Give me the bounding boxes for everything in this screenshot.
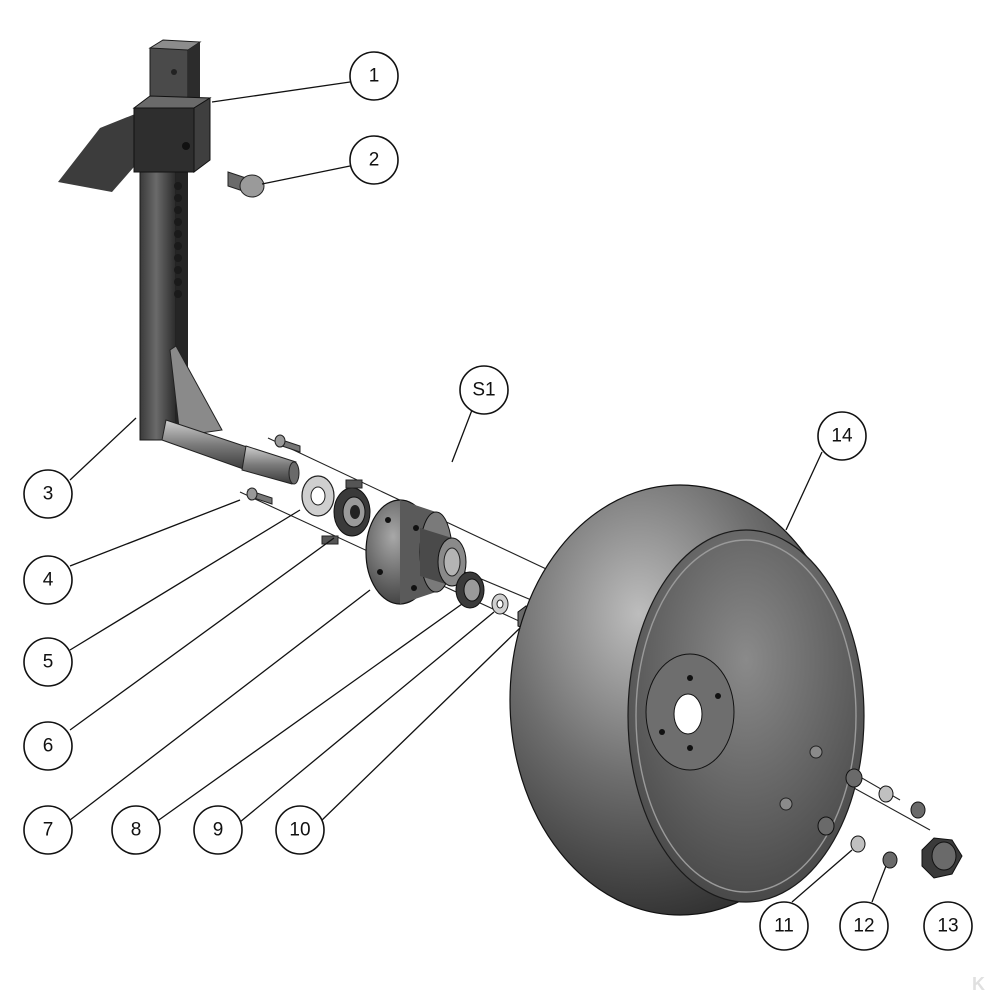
callout-label: 14	[831, 426, 853, 447]
axle-washer	[491, 593, 509, 615]
gusset	[169, 345, 223, 437]
inner-bearing	[321, 479, 371, 545]
callout-s1: S1	[459, 365, 509, 415]
callout-label: 8	[131, 820, 142, 841]
callout-1: 1	[349, 51, 399, 101]
stub-axle	[161, 419, 300, 485]
callout-6: 6	[23, 721, 73, 771]
clamp-bolt	[227, 171, 265, 198]
side-fin	[58, 112, 140, 192]
callout-label: 12	[853, 916, 874, 937]
callout-label: 13	[937, 916, 958, 937]
callout-12: 12	[839, 901, 889, 951]
callout-10: 10	[275, 805, 325, 855]
callout-14: 14	[817, 411, 867, 461]
callout-3: 3	[23, 469, 73, 519]
callout-label: 3	[43, 484, 54, 505]
wheel-hub	[365, 499, 467, 605]
callout-label: 7	[43, 820, 54, 841]
callout-5: 5	[23, 637, 73, 687]
callout-label: 10	[289, 820, 310, 841]
callout-8: 8	[111, 805, 161, 855]
callout-4: 4	[23, 555, 73, 605]
wheel	[509, 484, 865, 916]
callout-label: 2	[369, 150, 380, 171]
wheel-fasteners	[817, 768, 926, 869]
callout-7: 7	[23, 805, 73, 855]
outer-bearing	[455, 571, 485, 609]
callout-label: 5	[43, 652, 54, 673]
callout-11: 11	[759, 901, 809, 951]
callout-label: 1	[369, 66, 380, 87]
callout-label: 11	[774, 916, 794, 937]
callout-label: 4	[43, 570, 54, 591]
leader-lines	[69, 81, 887, 903]
main-post	[139, 119, 177, 441]
callout-13: 13	[923, 901, 973, 951]
post-assembly	[58, 39, 300, 485]
callout-2: 2	[349, 135, 399, 185]
hub-cap	[921, 837, 963, 879]
callout-label: 9	[213, 820, 224, 841]
callout-label: 6	[43, 736, 54, 757]
watermark-logo: K	[972, 974, 985, 994]
callout-9: 9	[193, 805, 243, 855]
hub-bolts	[246, 434, 301, 505]
adjustment-holes	[174, 182, 182, 298]
seal-washer	[301, 475, 335, 517]
callout-label: S1	[472, 380, 495, 401]
clamp-collar	[132, 95, 212, 173]
